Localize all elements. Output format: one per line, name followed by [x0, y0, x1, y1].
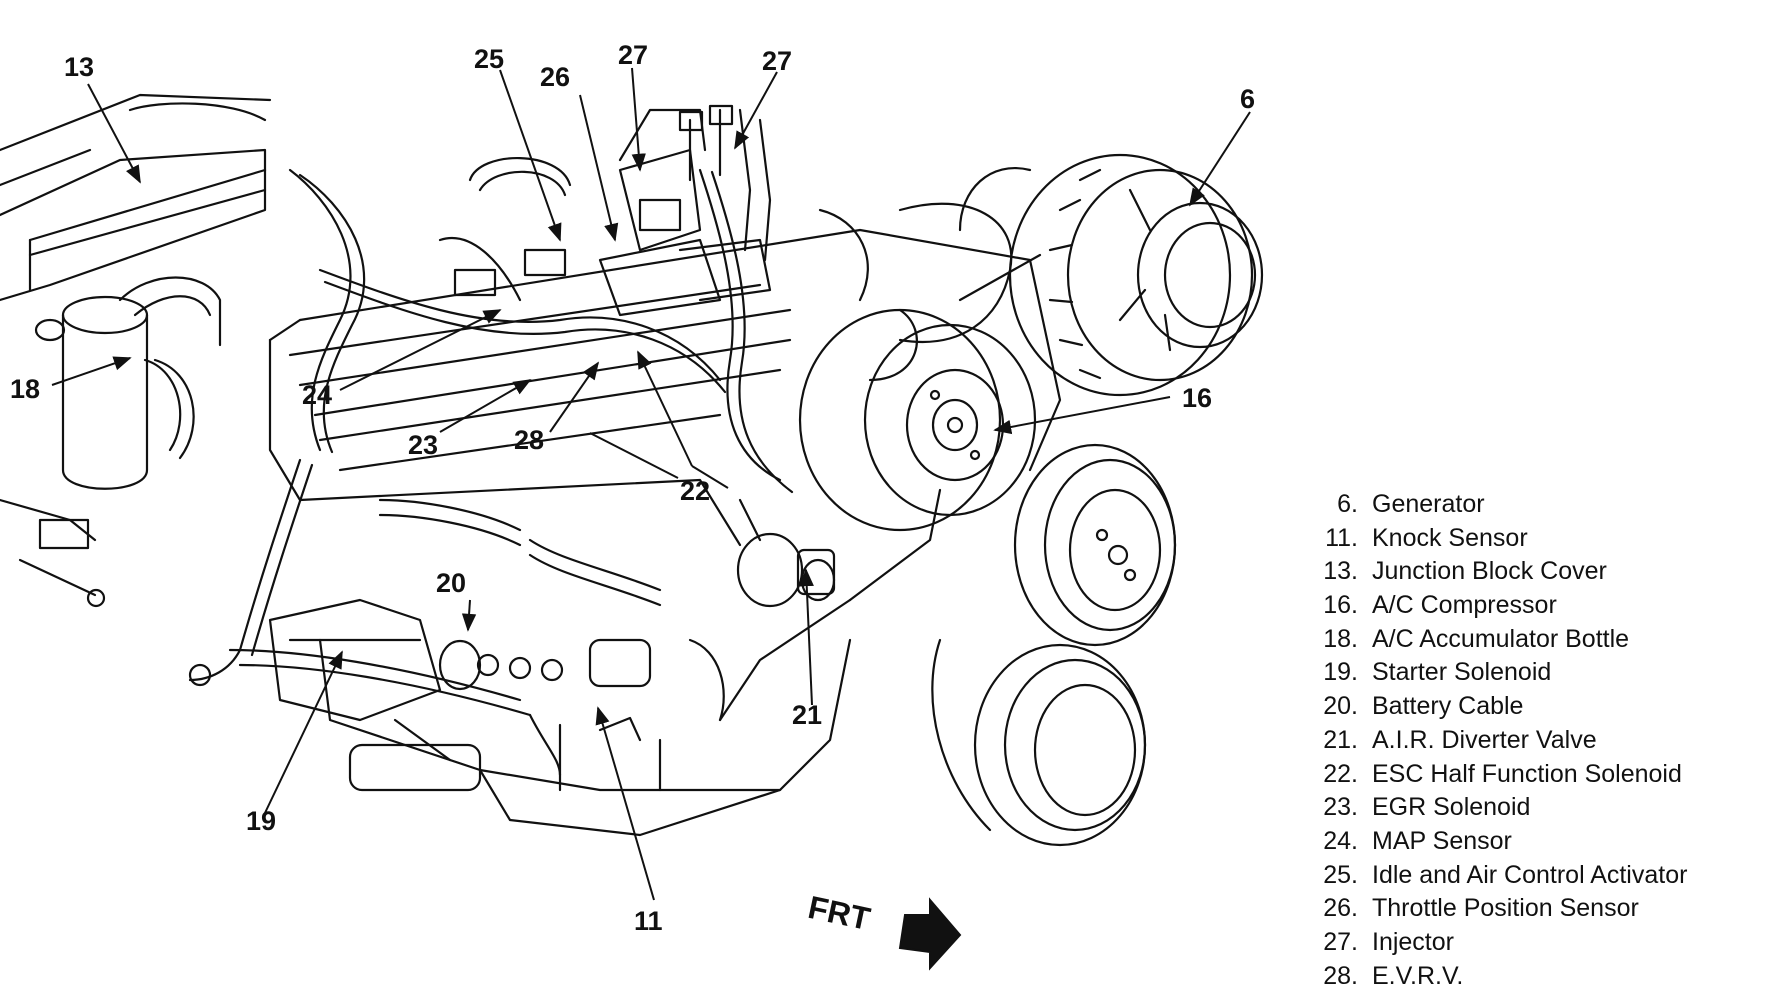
legend-item: 6. Generator — [1300, 490, 1760, 524]
legend-item-label: EGR Solenoid — [1372, 793, 1531, 822]
legend-item-number: 23. — [1323, 793, 1358, 822]
legend-item-label: Knock Sensor — [1372, 523, 1528, 552]
callout-21: 21 — [792, 700, 823, 730]
legend-item-number: 28. — [1323, 961, 1358, 990]
legend-item-label: Starter Solenoid — [1372, 658, 1552, 687]
legend-item-number: 24. — [1323, 826, 1358, 855]
legend-item-label: MAP Sensor — [1372, 826, 1512, 855]
callout-19: 19 — [246, 806, 277, 836]
throttle-body-shape — [453, 108, 772, 317]
crank-pulley-shape — [931, 443, 1177, 847]
legend-item-number: 6. — [1337, 490, 1358, 518]
callout-13: 13 — [64, 52, 95, 82]
legend-item: 26. Throttle Position Sensor — [1300, 894, 1760, 928]
legend-item: 25. Idle and Air Control Activator — [1300, 861, 1760, 895]
legend-item: 28. E.V.R.V. — [1300, 962, 1760, 996]
legend-item-number: 16. — [1323, 591, 1358, 620]
callout-leaders — [51, 67, 1251, 901]
callout-23: 23 — [408, 430, 439, 460]
legend-item: 13. Junction Block Cover — [1300, 557, 1760, 591]
air-diverter-valve-shape — [736, 498, 836, 608]
callout-25: 25 — [474, 44, 505, 74]
parts-legend: 6. Generator 11. Knock Sensor 13. Junction Bl… — [1300, 490, 1760, 995]
callout-16: 16 — [1182, 383, 1213, 413]
legend-item: 27. Injector — [1300, 928, 1760, 962]
legend-item-label: Idle and Air Control Activator — [1372, 860, 1688, 889]
legend-item: 16. A/C Compressor — [1300, 591, 1760, 625]
front-arrow-icon — [898, 897, 962, 971]
callout-27-left: 27 — [618, 40, 649, 70]
callout-20: 20 — [436, 568, 467, 598]
ac-accumulator-bottle-shape — [0, 276, 222, 608]
legend-item-number: 19. — [1323, 658, 1358, 687]
junction-block-cover-shape — [0, 93, 272, 302]
legend-item-label: Injector — [1372, 927, 1454, 956]
legend-item-label: Generator — [1372, 490, 1485, 518]
leader-23-second-branch — [589, 432, 679, 479]
callout-24: 24 — [302, 380, 333, 410]
legend-item: 23. EGR Solenoid — [1300, 793, 1760, 827]
legend-item-label: A/C Accumulator Bottle — [1372, 624, 1630, 653]
legend-item: 24. MAP Sensor — [1300, 827, 1760, 861]
callout-22: 22 — [680, 476, 711, 506]
legend-item: 21. A.I.R. Diverter Valve — [1300, 726, 1760, 760]
legend-item-number: 26. — [1323, 894, 1358, 923]
legend-item: 19. Starter Solenoid — [1300, 658, 1760, 692]
legend-item-label: Throttle Position Sensor — [1372, 894, 1639, 923]
legend-item-number: 20. — [1323, 692, 1358, 721]
callout-28: 28 — [514, 425, 545, 455]
legend-item-number: 18. — [1323, 624, 1358, 653]
legend-item-label: Battery Cable — [1372, 692, 1524, 721]
leader-22-second-branch — [691, 465, 729, 489]
legend-item-label: E.V.R.V. — [1372, 961, 1464, 990]
callout-27-right: 27 — [762, 46, 793, 76]
callout-6: 6 — [1240, 84, 1256, 114]
callout-11: 11 — [634, 906, 663, 936]
legend-item-label: A/C Compressor — [1372, 591, 1557, 620]
legend-item-number: 11. — [1325, 523, 1358, 552]
legend-item-number: 27. — [1323, 927, 1358, 956]
engine-block-shape — [268, 228, 1062, 837]
legend-item: 20. Battery Cable — [1300, 692, 1760, 726]
legend-item-number: 22. — [1323, 759, 1358, 788]
callout-26: 26 — [540, 62, 571, 92]
legend-item-number: 13. — [1323, 557, 1358, 586]
wiring-harness-shape — [188, 167, 1032, 777]
legend-item: 22. ESC Half Function Solenoid — [1300, 760, 1760, 794]
callout-18: 18 — [10, 374, 41, 404]
starter-shape — [268, 498, 725, 792]
legend-item-label: A.I.R. Diverter Valve — [1372, 725, 1597, 754]
legend-item-label: ESC Half Function Solenoid — [1372, 759, 1682, 788]
ac-compressor-shape — [798, 308, 1037, 532]
legend-item: 11. Knock Sensor — [1300, 524, 1760, 558]
legend-item: 18. A/C Accumulator Bottle — [1300, 625, 1760, 659]
generator-shape — [958, 153, 1264, 397]
legend-item-number: 25. — [1323, 860, 1358, 889]
legend-item-label: Junction Block Cover — [1372, 557, 1607, 586]
legend-item-number: 21. — [1323, 725, 1358, 754]
